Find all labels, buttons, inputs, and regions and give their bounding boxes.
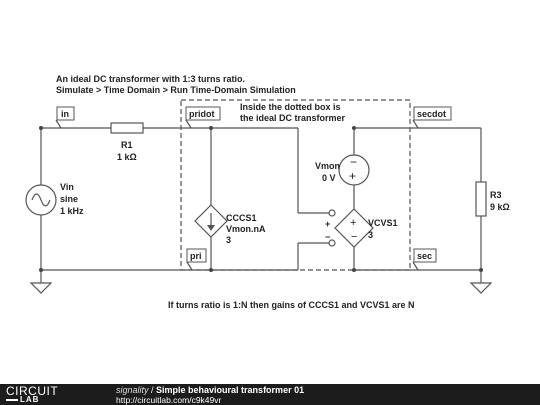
vmon-minus-sign: − [350,155,357,169]
sense-minus-sign: − [325,232,330,242]
cccs1-name: CCCS1 [226,213,257,223]
footer-title: signality / Simple behavioural transform… [116,385,304,395]
footer-separator: / [148,385,157,395]
description-line-2: Simulate > Time Domain > Run Time-Domain… [56,85,296,95]
cccs1-control: Vmon.nA [226,224,266,234]
vcvs1-gain: 3 [368,230,373,240]
vcvs1-minus-sign: − [351,231,357,243]
vin-name: Vin [60,182,74,192]
circuit-title: Simple behavioural transformer 01 [156,385,305,395]
voltage-source-vcvs1[interactable]: + − [334,208,374,248]
footnote: If turns ratio is 1:N then gains of CCCS… [168,300,415,310]
footer-author[interactable]: signality [116,385,149,395]
r1-name: R1 [121,140,133,150]
footer-bar: CIRCUIT LAB signality / Simple behaviour… [0,384,540,405]
node-tag-sec[interactable]: sec [412,248,437,271]
node-tag-in-label: in [61,109,69,119]
node-tag-in[interactable]: in [55,106,75,129]
resistor-r1[interactable] [110,122,144,134]
r3-name: R3 [490,190,502,200]
box-note-line-1: Inside the dotted box is [240,102,341,112]
node-tag-secdot[interactable]: secdot [412,106,452,129]
node-tag-pridot-label: pridot [189,109,215,119]
vmon-value: 0 V [322,173,336,183]
circuitlab-logo[interactable]: CIRCUIT LAB [6,385,94,404]
r1-value: 1 kΩ [117,152,137,162]
ground-symbol-left [29,282,53,294]
node-tag-pri-label: pri [190,251,202,261]
logo-mark [6,399,18,401]
vmon-name: Vmon [315,161,340,171]
box-note-line-2: the ideal DC transformer [240,113,346,123]
vin-frequency: 1 kHz [60,206,84,216]
junction-dots [39,126,483,272]
node-tag-secdot-label: secdot [417,109,446,119]
schematic-canvas: An ideal DC transformer with 1:3 turns r… [25,74,510,310]
description-line-1: An ideal DC transformer with 1:3 turns r… [56,74,245,84]
sine-source-vin[interactable] [25,184,57,216]
resistor-r3[interactable] [475,181,487,217]
vin-type: sine [60,194,78,204]
sense-port-plus-terminal[interactable] [328,209,336,217]
ground-symbol-right [469,282,493,294]
sense-plus-sign: + [325,219,330,229]
wires [40,127,482,283]
vmon-plus-sign: + [349,169,356,183]
r3-value: 9 kΩ [490,202,510,212]
ideal-transformer-box [180,99,411,271]
sense-port-minus-terminal[interactable] [328,239,336,247]
logo-text-circuit: CIRCUIT [6,384,59,398]
voltage-source-vmon[interactable]: − + [338,154,370,186]
current-source-cccs1[interactable] [194,204,228,238]
node-tag-sec-label: sec [417,251,432,261]
vcvs1-name: VCVS1 [368,218,398,228]
cccs1-gain: 3 [226,235,231,245]
logo-text-lab: LAB [20,395,40,404]
vcvs1-plus-sign: + [350,217,356,229]
node-tag-pri[interactable]: pri [186,248,207,271]
node-tag-pridot[interactable]: pridot [185,106,221,129]
circuit-url[interactable]: http://circuitlab.com/c9k49vr [116,395,222,405]
